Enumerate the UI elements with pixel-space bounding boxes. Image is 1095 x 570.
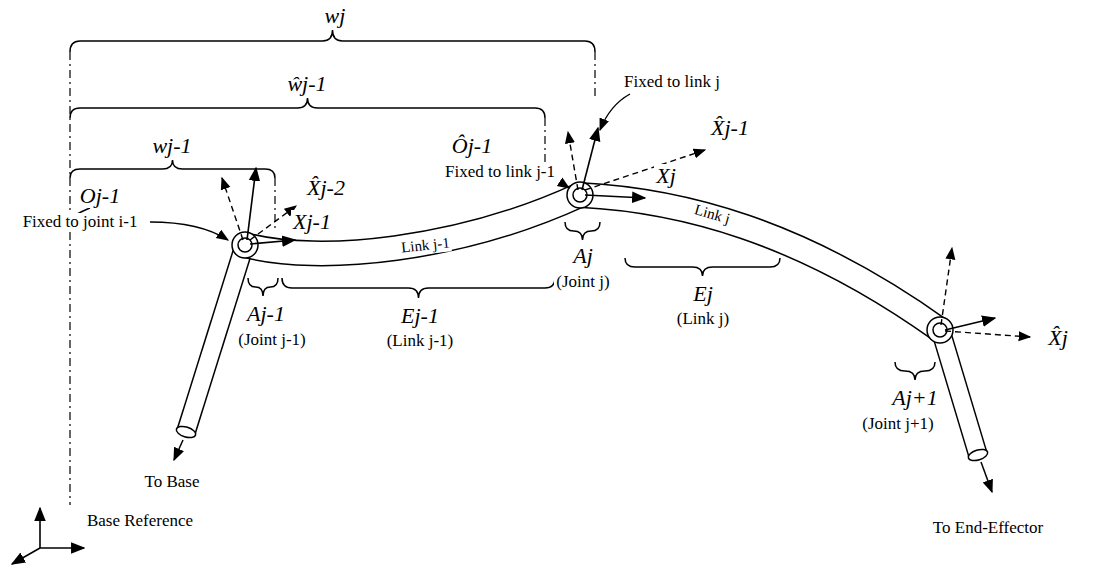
brace-group: [70, 30, 935, 380]
link-tube: [245, 195, 940, 330]
annotation-label: Fixed to link j-1: [443, 163, 557, 182]
frame-symbol: Ôj-1: [450, 134, 494, 158]
annotation-label: To End-Effector: [931, 519, 1045, 538]
frame-symbol: X̂j: [1046, 326, 1070, 350]
frame-symbol: ŵj-1: [285, 72, 328, 96]
frame-symbol: Aj-1: [245, 302, 287, 326]
curly-brace: [895, 362, 935, 380]
annotation-label: Link j: [691, 201, 732, 227]
curly-brace: [70, 30, 595, 52]
frame-symbol: wj: [323, 4, 348, 28]
end-cylinder: [942, 335, 992, 492]
joint-circle: [232, 182, 953, 343]
frame-symbol: Aj+1: [890, 386, 939, 410]
frame-symbol: X̂j-1: [709, 116, 751, 140]
leader-arrow: [74, 94, 630, 240]
annotation-label: (Link j-1): [385, 332, 456, 351]
frame-symbol: X̂j-2: [305, 176, 347, 200]
frame-symbol: Aj: [571, 244, 595, 268]
frame-symbol: Xj-1: [291, 210, 333, 234]
curly-brace: [70, 160, 275, 178]
base-axes: [12, 508, 84, 564]
annotation-label: (Link j): [675, 310, 731, 329]
frame-axis-dashed: [222, 132, 1030, 337]
annotation-label: (Joint j-1): [236, 331, 308, 350]
annotation-label: Fixed to link j: [622, 73, 722, 92]
curly-brace: [625, 258, 780, 276]
curly-brace: [70, 98, 545, 118]
annotation-label: (Joint j+1): [860, 415, 935, 434]
dimension-line: [70, 52, 595, 505]
annotation-label: (Joint j): [554, 273, 611, 292]
frame-symbol: Xj: [654, 164, 678, 188]
frame-symbol: Oj-1: [78, 184, 122, 208]
annotation-label: Fixed to joint i-1: [21, 213, 140, 232]
annotation-label: To Base: [143, 473, 202, 492]
frame-symbol: Ej-1: [399, 304, 441, 328]
curly-brace: [282, 278, 555, 298]
annotation-label: Link j-1: [399, 234, 451, 256]
frame-symbol: wj-1: [150, 134, 193, 158]
base-cylinder: [174, 250, 243, 460]
annotation-label: Base Reference: [85, 512, 195, 531]
curly-brace: [248, 278, 278, 296]
curly-brace: [565, 222, 600, 240]
frame-symbol: Ej: [691, 282, 715, 306]
frame-axis: [247, 128, 995, 330]
